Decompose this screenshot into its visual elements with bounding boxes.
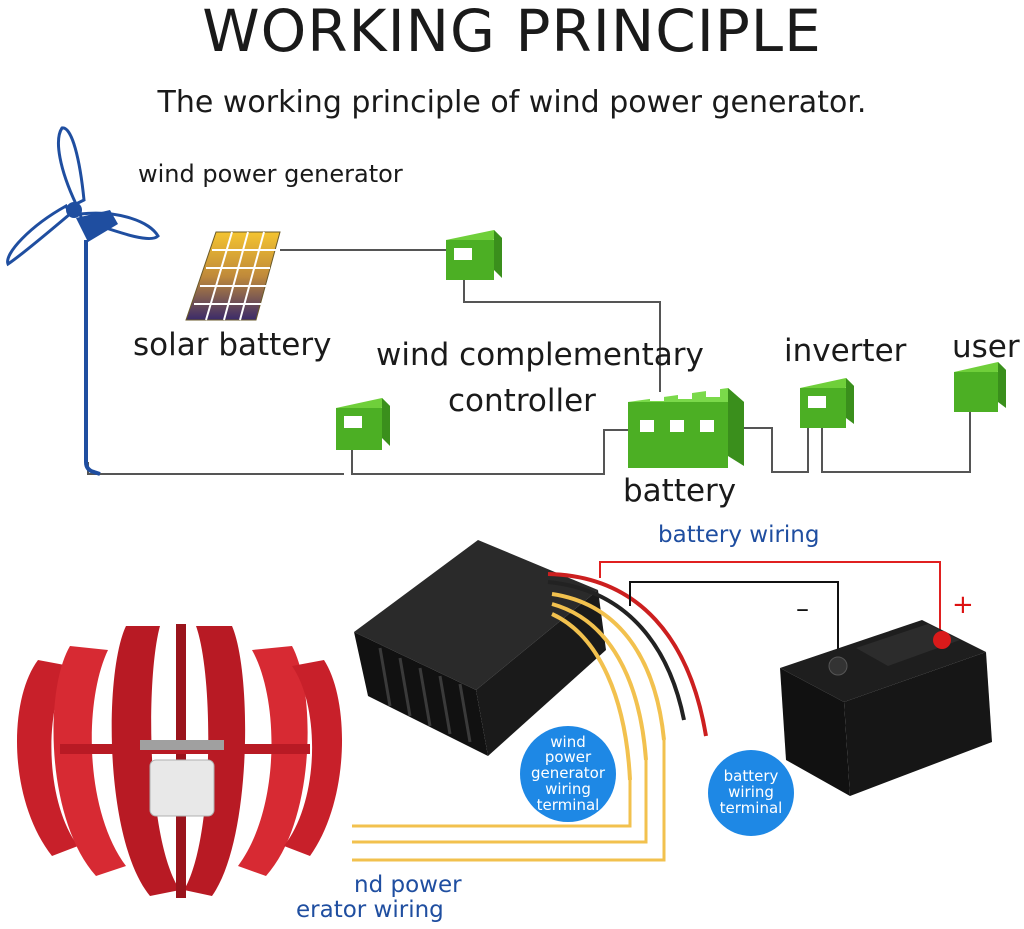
generator-terminal-line: power [544,748,592,767]
solar-panel-icon [185,231,281,321]
label-battery: battery [623,473,737,509]
label-negative: – [796,594,809,624]
label-generator-wiring-line1: nd power [354,872,462,898]
label-user: user [952,329,1020,365]
label-battery-wiring: battery wiring [658,522,820,548]
battery-terminal-line: terminal [719,798,783,817]
car-battery-icon [780,620,992,796]
controller-module-icon [354,540,606,756]
wind-turbine-icon [6,126,160,476]
generator-terminal-line: generator [530,764,606,783]
user-box-icon [954,362,1006,412]
controller-box-top-icon [446,230,502,280]
label-controller-line2: controller [448,383,596,419]
battery-terminal-badge: battery wiring terminal [708,750,794,836]
generator-wiring-lines [352,740,666,862]
page-title: WORKING PRINCIPLE [202,0,822,65]
page-subtitle: The working principle of wind power gene… [157,85,867,120]
red-lantern-turbine-icon [17,624,343,898]
wind-controller-box-icon [336,398,390,450]
label-solar-battery: solar battery [133,327,332,363]
battery-block-icon [628,388,744,468]
label-positive: + [952,590,974,620]
system-wiring [87,249,971,475]
label-inverter: inverter [784,333,907,369]
battery-terminal-line: wiring [728,783,774,802]
generator-terminal-badge: wind power generator wiring terminal [520,726,616,822]
battery-wiring-lines [599,561,941,650]
inverter-box-icon [800,378,854,428]
generator-terminal-line: wind [550,732,586,751]
generator-terminal-line: terminal [536,795,600,814]
label-controller-line1: wind complementary [376,337,704,373]
cable-bundle [547,572,708,781]
battery-terminal-line: battery [723,767,779,786]
generator-terminal-line: wiring [545,779,591,798]
label-generator-wiring-line2: erator wiring [296,897,444,923]
label-wind-power-generator: wind power generator [138,160,403,188]
